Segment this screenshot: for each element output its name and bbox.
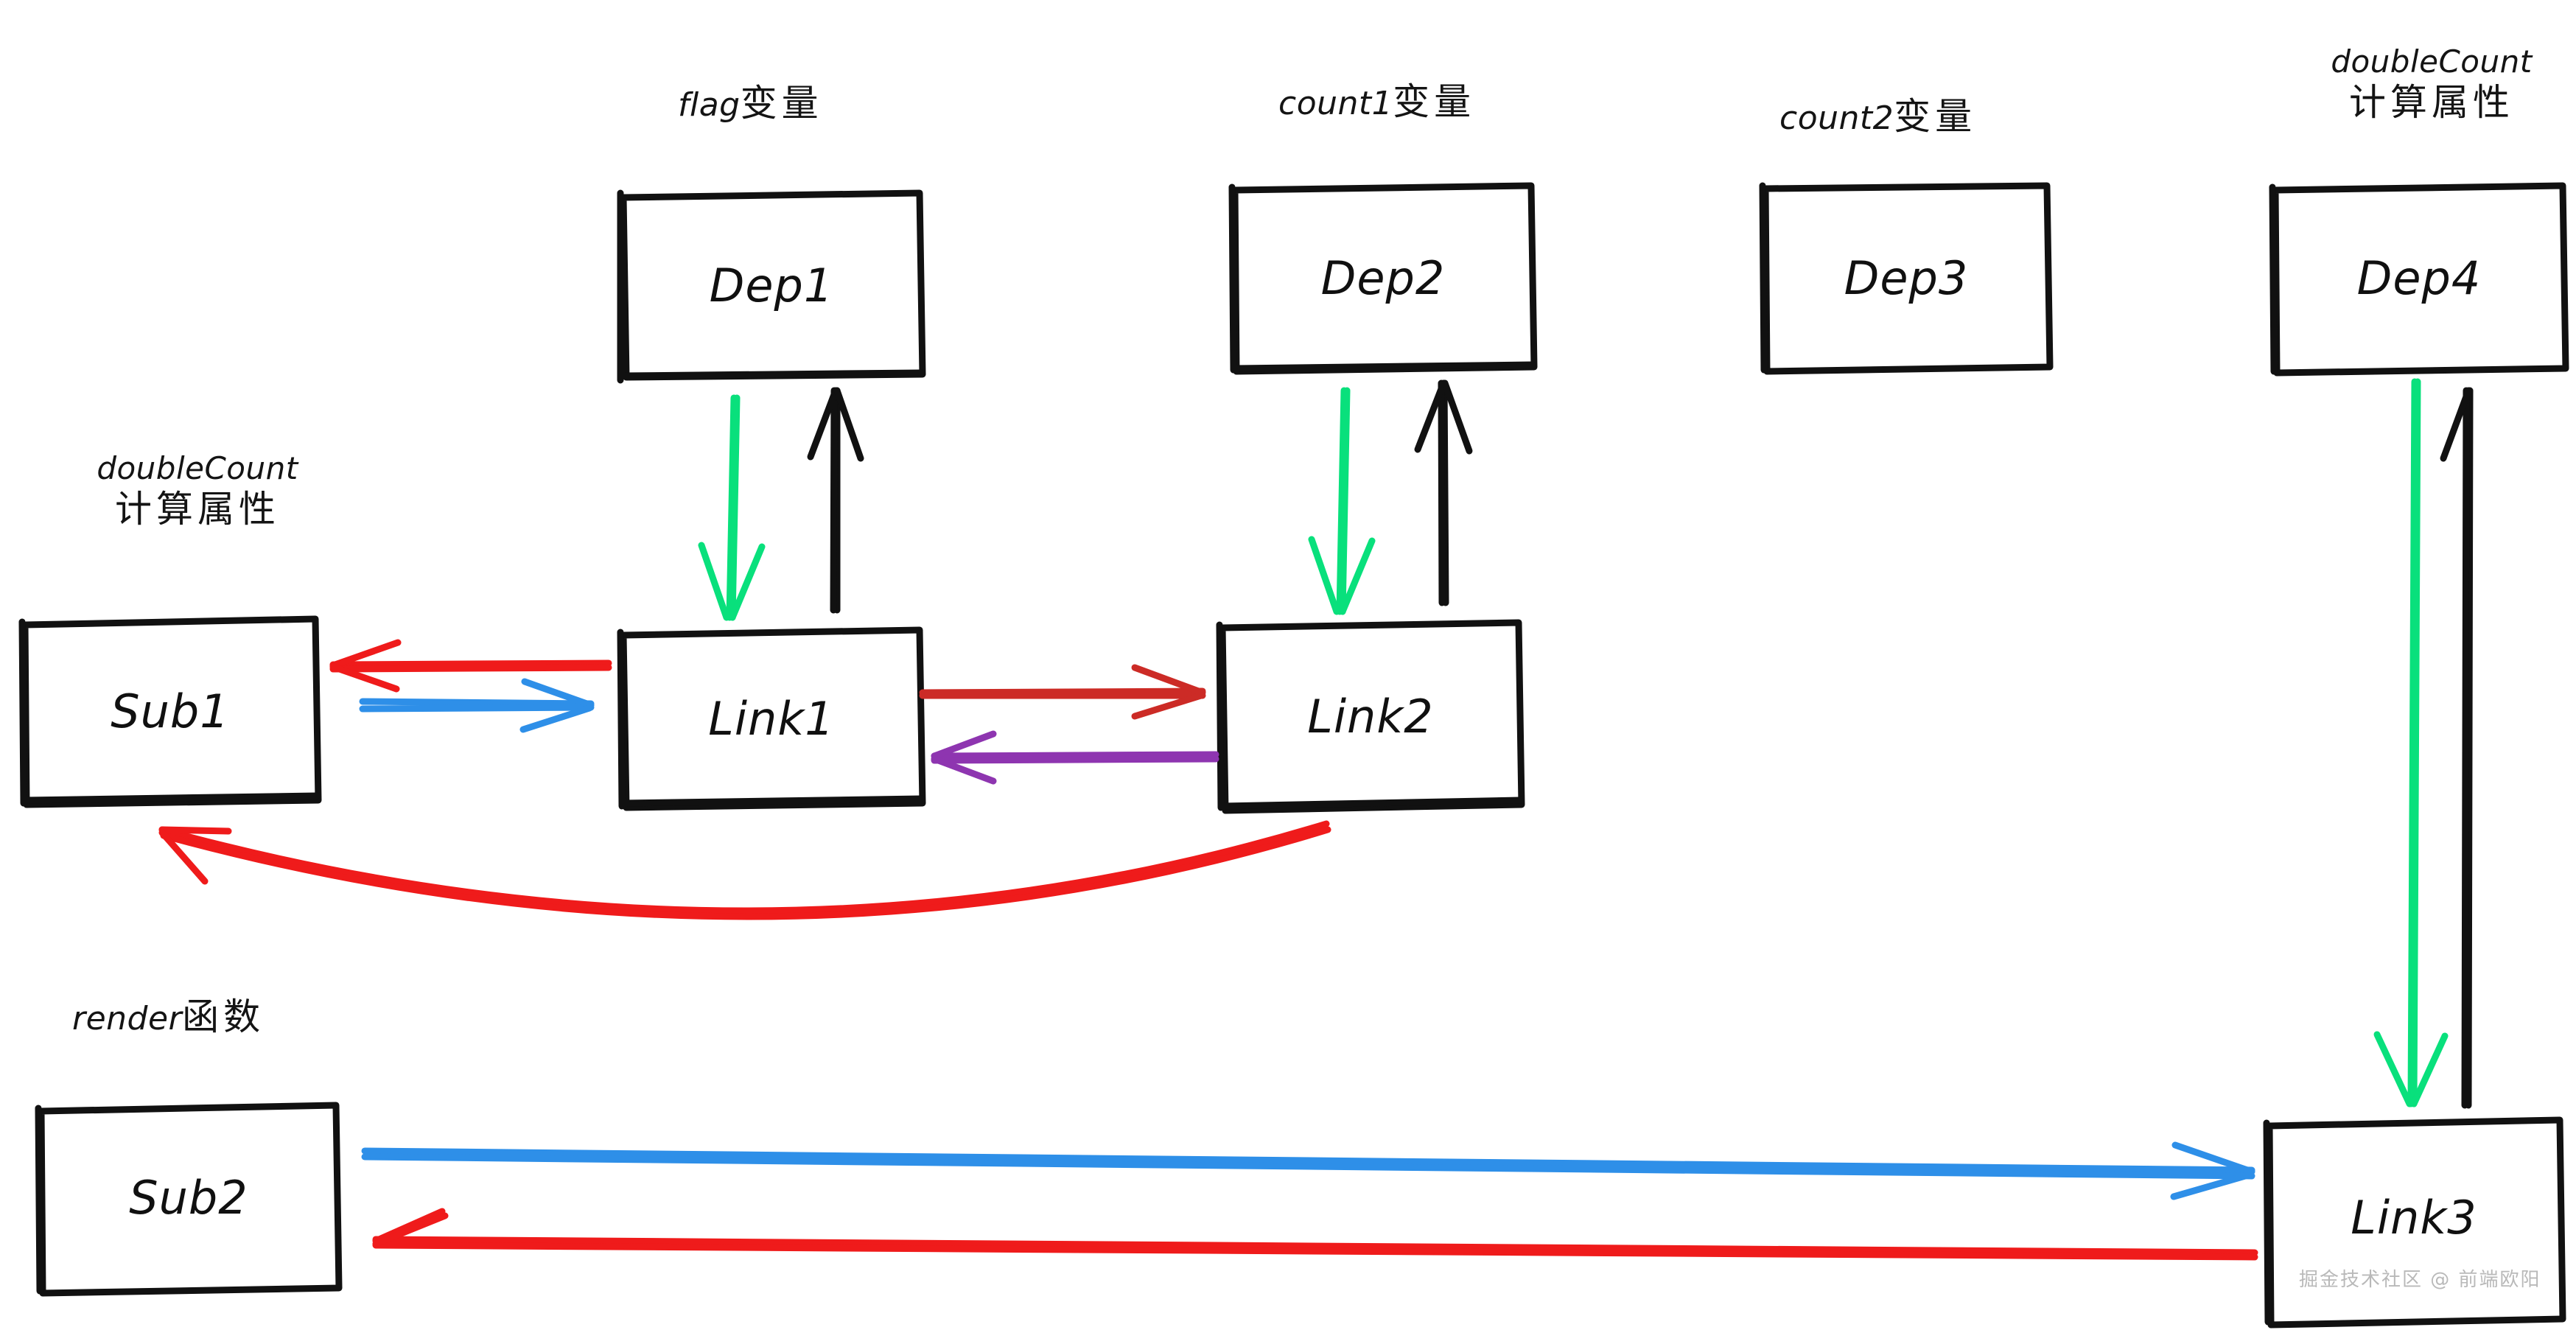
box-link2: [1216, 619, 1525, 814]
edge-dep4-to-link3: [2373, 378, 2449, 1107]
annotation-doublecount-right: doubleCount 计算属性: [2292, 43, 2572, 125]
box-dep2: [1228, 182, 1538, 375]
box-link3: [2263, 1116, 2566, 1329]
annotation-count1-en: count1: [1278, 85, 1393, 122]
edge-link2-to-dep2: [1414, 379, 1473, 606]
edge-sub2-to-link3: [361, 1141, 2255, 1200]
box-sub2: [35, 1102, 343, 1297]
annotation-doublecount-right-en: doubleCount: [2331, 43, 2533, 80]
box-dep1: [617, 189, 926, 384]
edge-link1-to-sub1: [329, 639, 612, 693]
edge-link3-to-dep4: [2440, 387, 2474, 1109]
box-dep3: [1759, 182, 2054, 375]
annotation-doublecount-right-cn: 计算属性: [2349, 81, 2514, 125]
watermark: 掘金技术社区 @ 前端欧阳: [2299, 1269, 2541, 1291]
edge-link2-to-link1: [931, 730, 1219, 785]
edge-sub1-to-link1: [359, 678, 595, 733]
box-sub1: [18, 615, 322, 808]
annotation-flag-cn: 变量: [740, 82, 823, 125]
annotation-render-cn: 函数: [182, 995, 265, 1038]
annotation-count2-variable: count2变量: [1779, 94, 1976, 139]
annotation-render-en: render: [72, 1000, 183, 1037]
edge-dep1-to-link1: [698, 394, 766, 621]
edge-link3-to-sub2: [372, 1208, 2258, 1261]
annotation-count1-cn: 变量: [1393, 80, 1476, 123]
annotation-flag-en: flag: [678, 86, 741, 124]
annotation-count2-cn: 变量: [1894, 95, 1977, 138]
box-dep4: [2269, 182, 2569, 377]
edge-link2-to-sub1: [158, 820, 1331, 920]
annotation-doublecount-left-cn: 计算属性: [115, 488, 280, 531]
edge-link1-to-link2: [919, 664, 1206, 720]
box-link1: [617, 626, 926, 811]
annotation-count1-variable: count1变量: [1278, 80, 1475, 125]
annotation-doublecount-left: doubleCount 计算属性: [65, 449, 330, 532]
annotation-count2-en: count2: [1779, 99, 1894, 137]
edge-link1-to-dep1: [807, 387, 864, 614]
annotation-render-function: render函数: [72, 995, 265, 1040]
edge-dep2-to-link2: [1308, 387, 1376, 615]
annotation-flag-variable: flag变量: [678, 81, 823, 126]
annotation-doublecount-left-en: doubleCount: [97, 450, 298, 486]
